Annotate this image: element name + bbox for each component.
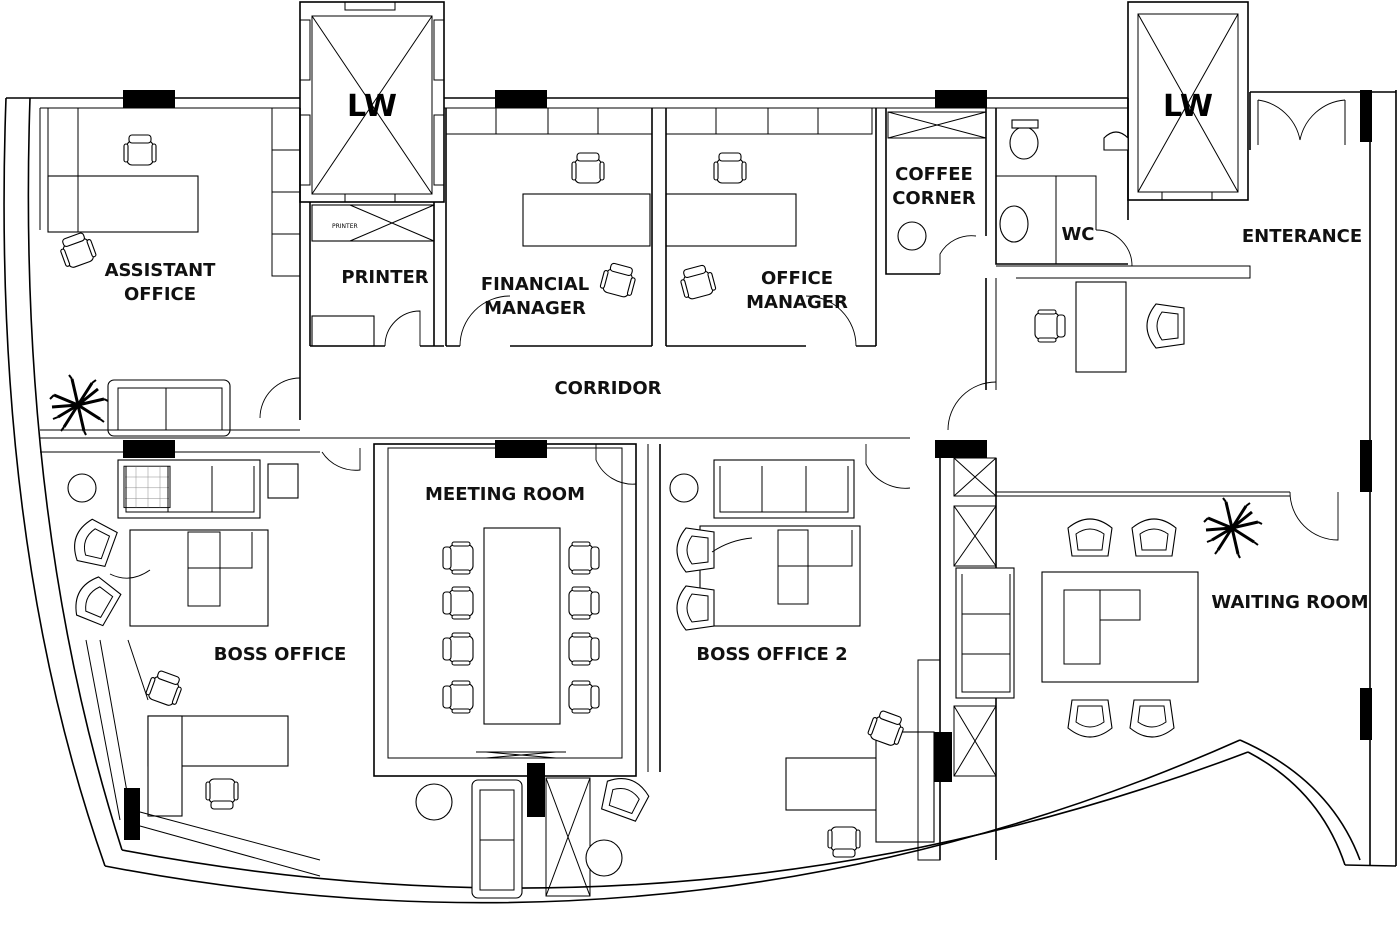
storage-partition — [939, 457, 1015, 860]
room-label-office-manager-1: OFFICE — [761, 268, 833, 289]
room-label-assistant-office-1: ASSISTANT — [105, 260, 217, 281]
room-label-printer: PRINTER — [341, 267, 428, 288]
room-label-financial-manager-2: MANAGER — [484, 298, 586, 319]
entrance — [947, 92, 1346, 431]
room-label-meeting-room: MEETING ROOM — [425, 484, 585, 505]
printer-room — [309, 202, 444, 347]
boss-office — [40, 448, 361, 877]
coffee-corner — [885, 108, 987, 275]
lift-label-left: LW — [347, 89, 397, 124]
room-label-financial-manager-1: FINANCIAL — [481, 274, 589, 295]
room-label-wc: WC — [1061, 224, 1094, 245]
room-label-boss-office-2: BOSS OFFICE 2 — [696, 644, 847, 665]
room-label-entrance: ENTERANCE — [1242, 226, 1362, 247]
wc — [995, 98, 1133, 267]
waiting-room — [996, 491, 1339, 738]
room-label-assistant-office-2: OFFICE — [124, 284, 196, 305]
financial-manager-office — [445, 107, 653, 347]
office-manager-office — [665, 107, 877, 347]
assistant-office — [39, 107, 301, 439]
structural-columns — [123, 90, 1372, 840]
lift-shaft-left — [299, 1, 445, 203]
room-label-office-manager-2: MANAGER — [746, 292, 848, 313]
room-label-coffee-corner-2: CORNER — [892, 188, 976, 209]
room-label-coffee-corner-1: COFFEE — [895, 164, 973, 185]
room-label-waiting-room: WAITING ROOM — [1211, 592, 1368, 613]
meeting-room — [373, 443, 653, 899]
room-label-corridor: CORRIDOR — [554, 378, 661, 399]
lift-label-right: LW — [1163, 89, 1213, 124]
printer-unit-label: PRINTER — [332, 223, 358, 230]
room-label-boss-office: BOSS OFFICE — [214, 644, 347, 665]
boss-office-2 — [647, 444, 941, 861]
